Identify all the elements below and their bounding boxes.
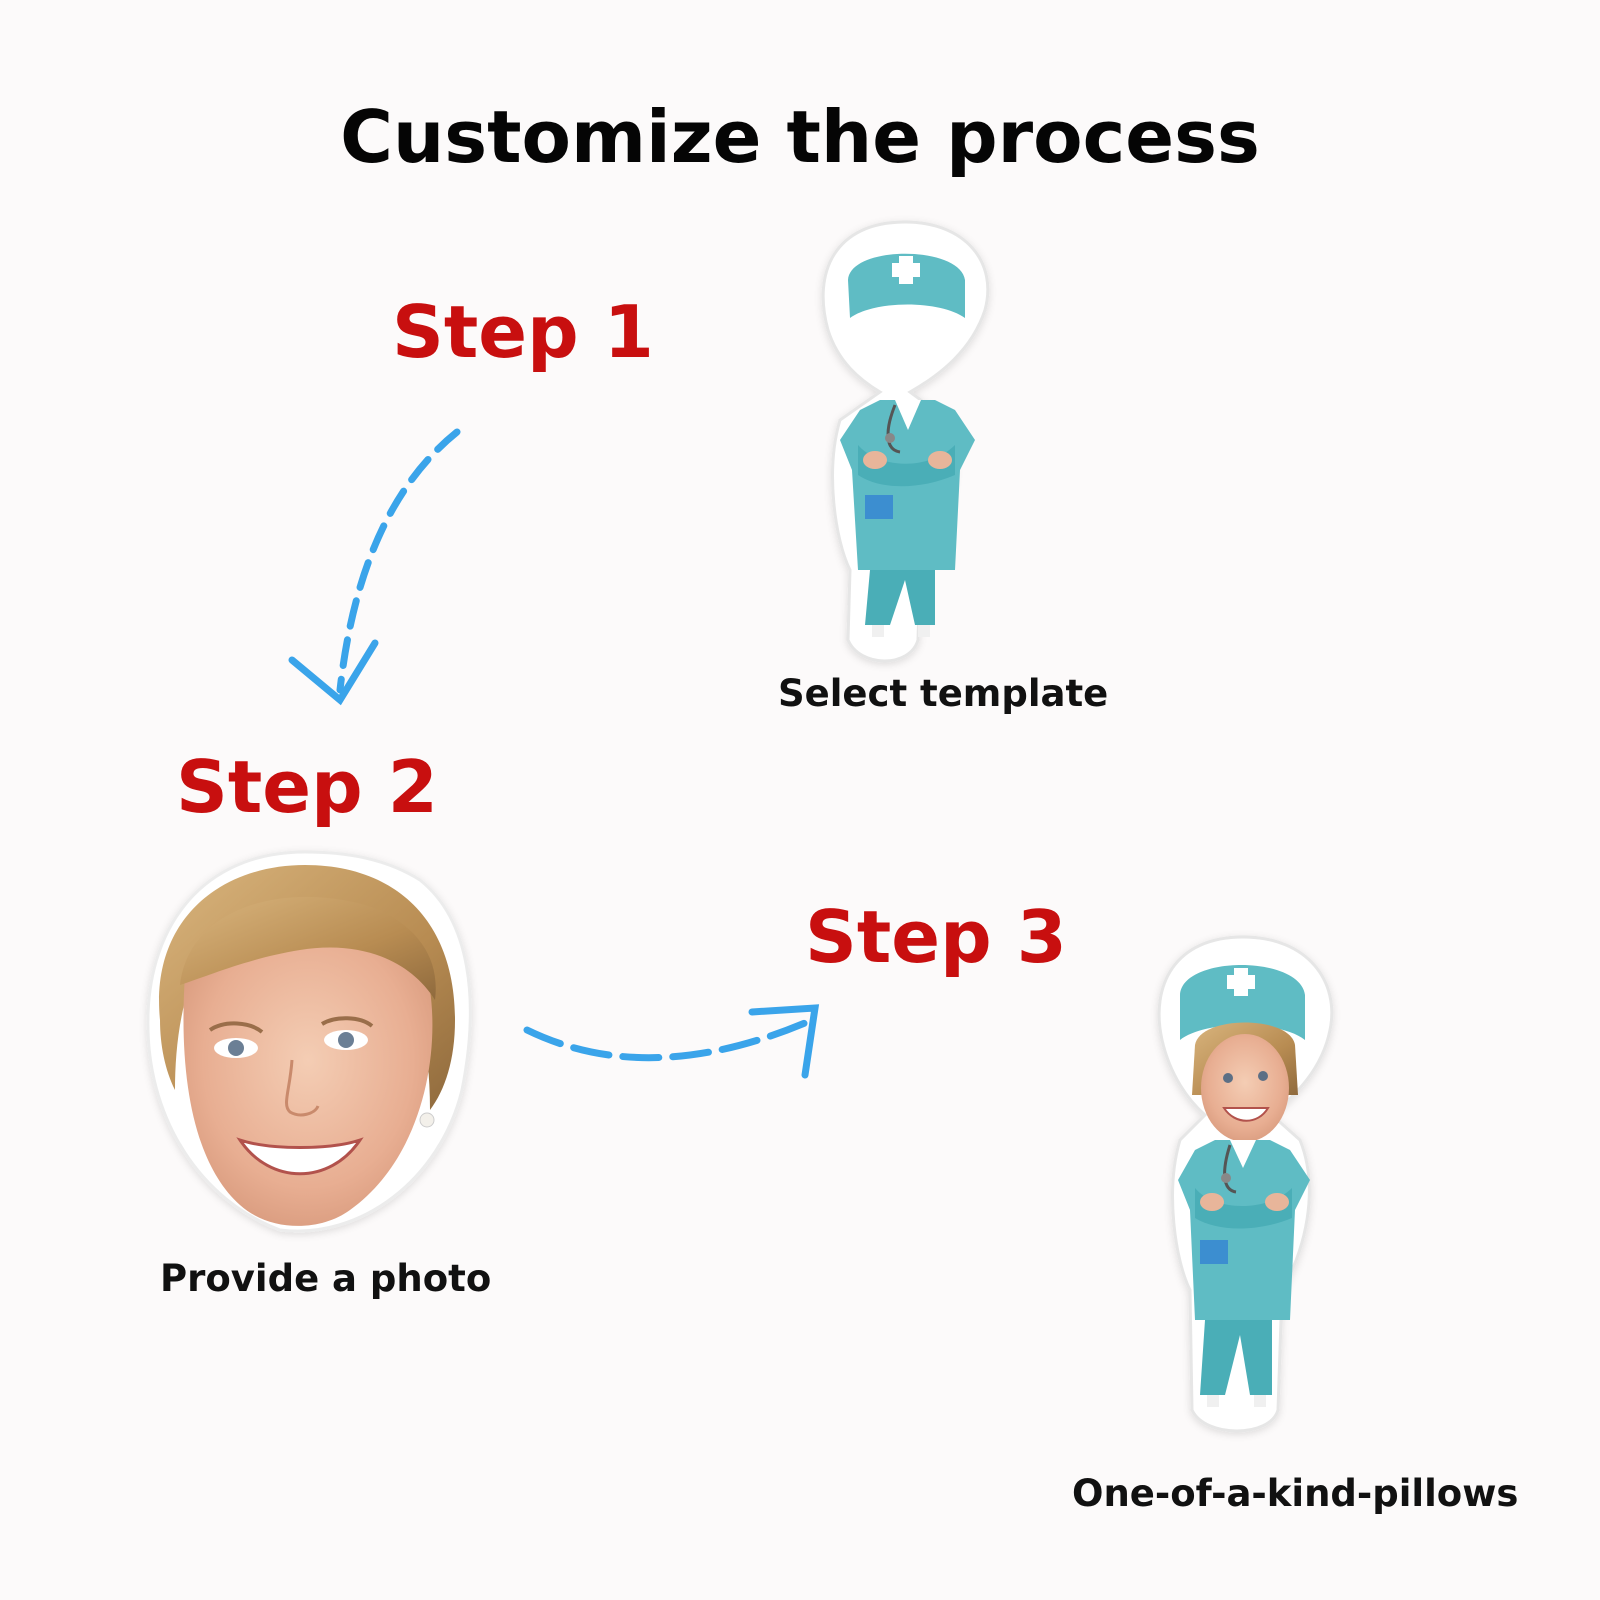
page-title: Customize the process <box>340 95 1260 179</box>
select-template-caption: Select template <box>778 672 1109 715</box>
step-1-label: Step 1 <box>392 290 654 374</box>
result-caption: One-of-a-kind-pillows <box>1072 1472 1519 1515</box>
nurse-template-icon <box>821 220 990 663</box>
curved-dashed-arrow-right-icon <box>523 1004 820 1079</box>
step-3-label: Step 3 <box>805 895 1067 979</box>
provide-photo-caption: Provide a photo <box>160 1257 492 1300</box>
face-photo <box>146 850 472 1233</box>
curved-dashed-arrow-down-icon <box>288 428 461 706</box>
result-pillow-icon <box>1157 935 1334 1433</box>
step-2-label: Step 2 <box>176 745 438 829</box>
